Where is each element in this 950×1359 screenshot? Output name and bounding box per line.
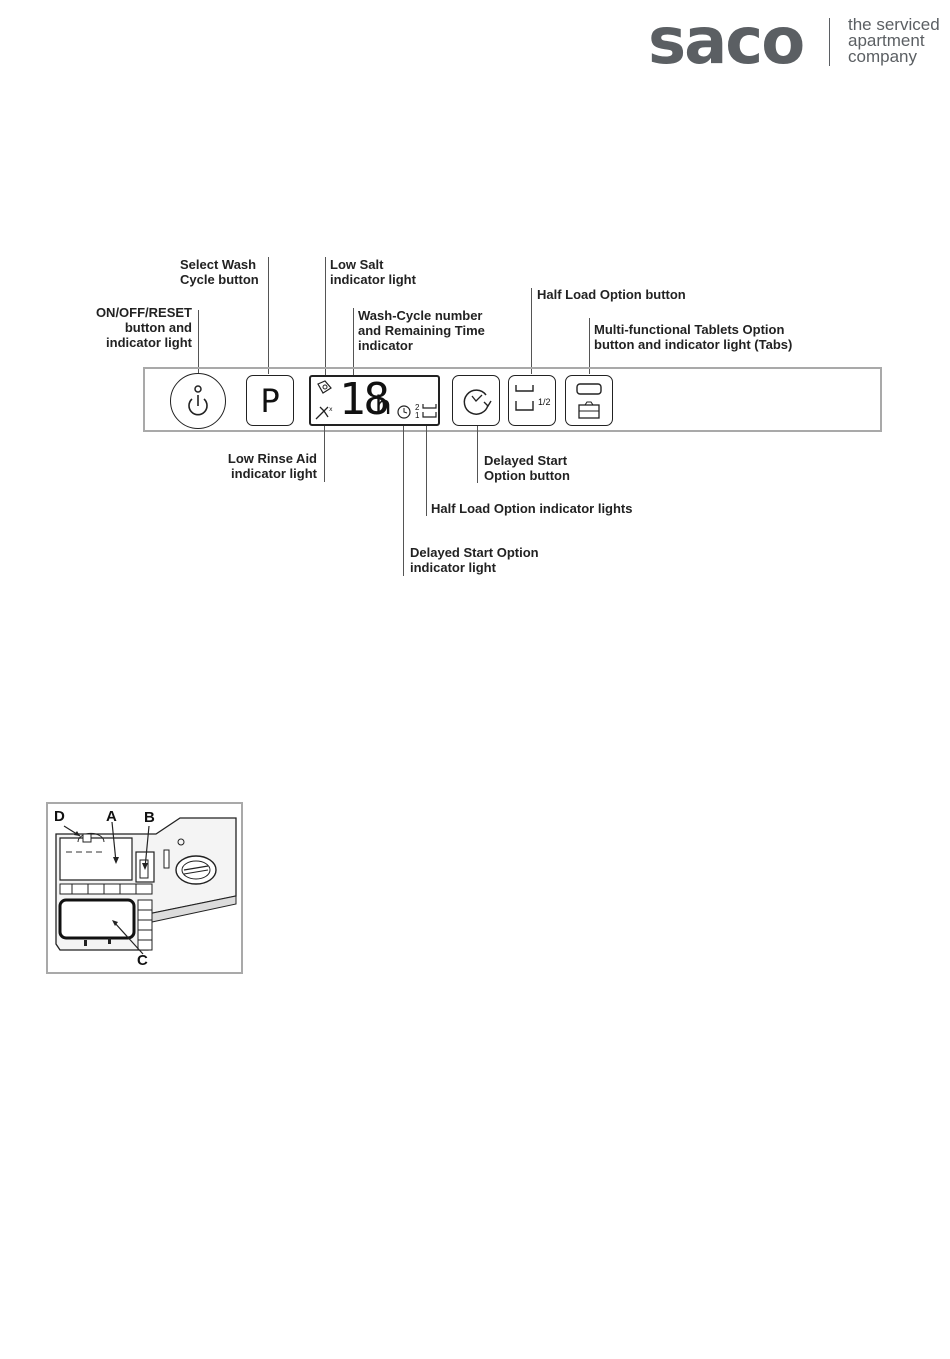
callout-line: button and indicator light (Tabs) (594, 337, 793, 352)
callout-line: indicator light (231, 466, 317, 481)
callout-line: button and (124, 320, 192, 335)
low-salt-icon (317, 380, 332, 394)
callout-on-off-reset: ON/OFF/RESET button and indicator light (60, 305, 192, 350)
callout-line: Select Wash (180, 257, 257, 272)
power-icon (187, 384, 208, 416)
leader-select-wash (268, 257, 269, 374)
callout-line: indicator light (410, 560, 496, 575)
callout-line: Delayed Start Option (410, 545, 539, 560)
half-load-indicator-1: 1 (415, 411, 420, 420)
delayed-start-indicator-icon (397, 405, 411, 419)
callout-line: Half Load Option button (537, 287, 686, 302)
callout-line: Cycle button (180, 272, 259, 287)
callout-wash-cycle-number: Wash-Cycle number and Remaining Time ind… (358, 308, 485, 353)
callout-low-salt: Low Salt indicator light (330, 257, 416, 287)
label-b: B (144, 809, 155, 826)
leader-delayed-start-button (477, 426, 478, 483)
control-panel (143, 367, 882, 432)
leader-on-off (198, 310, 199, 373)
tagline-line-2: apartment (848, 31, 925, 50)
multi-tablets-button[interactable] (565, 375, 613, 426)
low-rinse-aid-icon: x (315, 406, 333, 420)
half-load-indicator-2: 2 (415, 403, 420, 412)
half-load-indicator-icon (422, 404, 437, 418)
leader-half-load-indicators (426, 426, 427, 516)
callout-line: Option button (484, 468, 570, 483)
callout-line: Half Load Option indicator lights (431, 501, 633, 516)
callout-line: indicator light (330, 272, 416, 287)
callout-line: ON/OFF/RESET (95, 305, 192, 320)
cycle-number-digits: 18 (339, 374, 390, 425)
on-off-reset-button[interactable] (170, 373, 226, 429)
wash-cycle-display: x 18 h 2 1 (309, 374, 440, 426)
p-label: P (260, 382, 280, 420)
tablets-icon (575, 382, 602, 419)
callout-select-wash-cycle: Select Wash Cycle button (180, 257, 259, 287)
callout-half-load-button: Half Load Option button (537, 287, 686, 302)
remaining-time-unit: h (375, 391, 392, 421)
label-d: D (54, 808, 65, 825)
leader-delayed-start-indicator (403, 426, 404, 576)
half-load-button[interactable]: 1/2 (508, 375, 556, 426)
leader-multi-tablets (589, 318, 590, 374)
leader-low-salt (325, 257, 326, 375)
logo-tagline: the serviced apartment company (848, 15, 940, 66)
logo-divider (829, 18, 830, 66)
delayed-start-button[interactable] (452, 375, 500, 426)
callout-line: Low Salt (330, 257, 384, 272)
tagline-line-1: the serviced (848, 15, 940, 34)
callout-delayed-start-button: Delayed Start Option button (484, 453, 570, 483)
label-c: C (137, 952, 148, 969)
callout-line: Wash-Cycle number (358, 308, 483, 323)
callout-low-rinse-aid: Low Rinse Aid indicator light (200, 451, 317, 481)
callout-half-load-indicators: Half Load Option indicator lights (431, 501, 633, 516)
leader-low-rinse-aid (324, 426, 325, 482)
callout-line: and Remaining Time (358, 323, 485, 338)
callout-line: Low Rinse Aid (227, 451, 317, 466)
callout-line: Delayed Start (484, 453, 568, 468)
svg-text:x: x (329, 406, 333, 413)
saco-logo: saco (648, 5, 805, 79)
tagline-line-3: company (848, 47, 917, 66)
callout-line: indicator (358, 338, 413, 353)
callout-delayed-start-indicator: Delayed Start Option indicator light (410, 545, 539, 575)
callout-line: indicator light (106, 335, 192, 350)
dispenser-illustration (55, 817, 237, 955)
label-a: A (106, 808, 117, 825)
half-load-indicator-numbers: 2 1 (415, 404, 419, 420)
leader-half-load-button (531, 288, 532, 374)
leader-wash-cycle-number (353, 308, 354, 375)
callout-line: Multi-functional Tablets Option (594, 322, 785, 337)
callout-multi-tablets: Multi-functional Tablets Option button a… (594, 322, 792, 352)
half-load-icon (514, 384, 534, 411)
select-wash-cycle-button[interactable]: P (246, 375, 294, 426)
delayed-start-icon (463, 388, 492, 415)
dispenser-figure: D A B C (46, 802, 243, 974)
half-load-label: 1/2 (538, 397, 551, 407)
